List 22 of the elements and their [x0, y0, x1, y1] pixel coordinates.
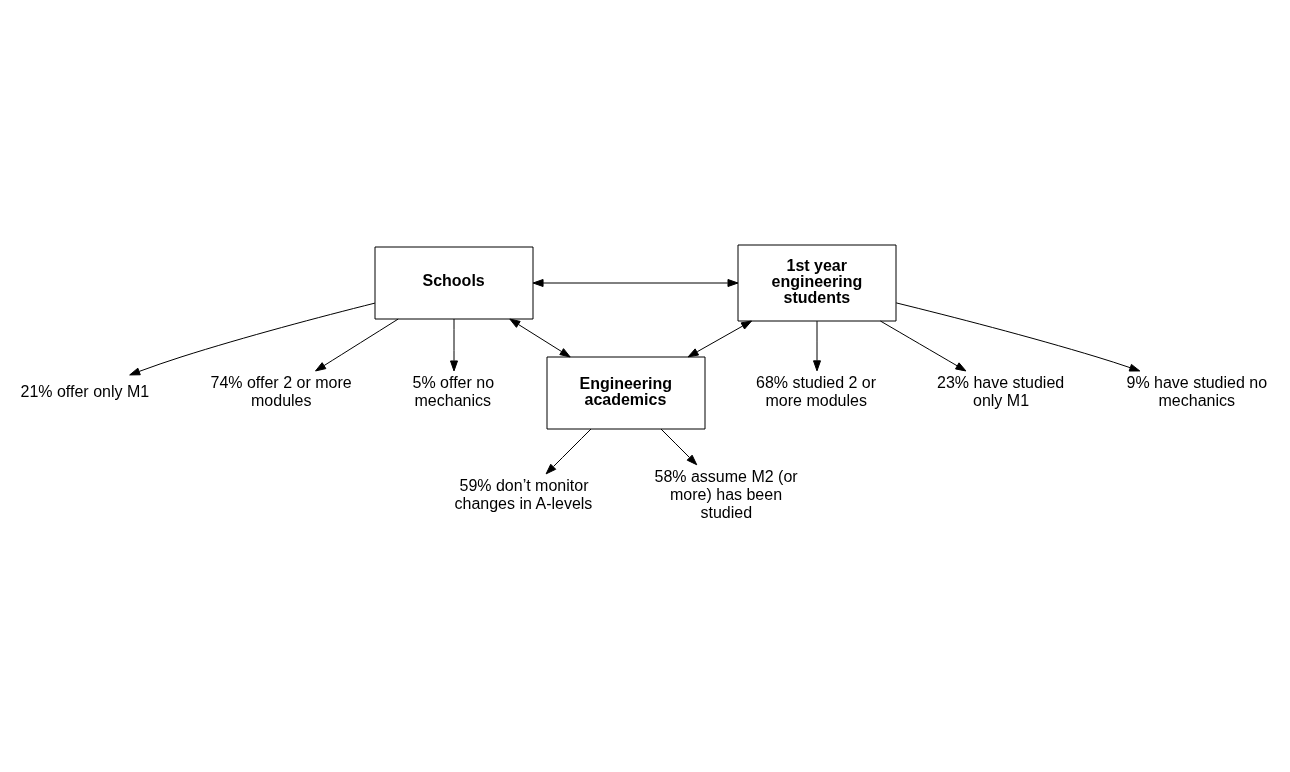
node-box: Schools	[374, 246, 534, 320]
arrow	[509, 318, 571, 358]
arrow	[545, 428, 592, 475]
node-text: 23% have studied only M1	[937, 373, 1065, 409]
node-box: Engineering academics	[546, 356, 706, 430]
arrow	[450, 318, 458, 372]
arrow	[532, 279, 739, 287]
arrow	[895, 302, 1141, 372]
arrow	[315, 318, 399, 372]
node-text: 74% offer 2 or more modules	[210, 373, 352, 409]
arrow	[813, 320, 821, 372]
node-text: 5% offer no mechanics	[412, 373, 495, 409]
node-text: 9% have studied no mechanics	[1126, 373, 1268, 409]
node-text: 58% assume M2 (or more) has been studied	[654, 467, 798, 521]
node-text: 21% offer only M1	[20, 382, 150, 400]
arrow	[129, 302, 376, 376]
arrow	[687, 320, 753, 358]
node-text: 68% studied 2 or more modules	[756, 373, 877, 409]
arrow	[660, 428, 698, 466]
node-text: 59% don’t monitor changes in A-levels	[454, 476, 593, 512]
node-box: 1st year engineering students	[737, 244, 897, 322]
arrow	[879, 320, 967, 372]
